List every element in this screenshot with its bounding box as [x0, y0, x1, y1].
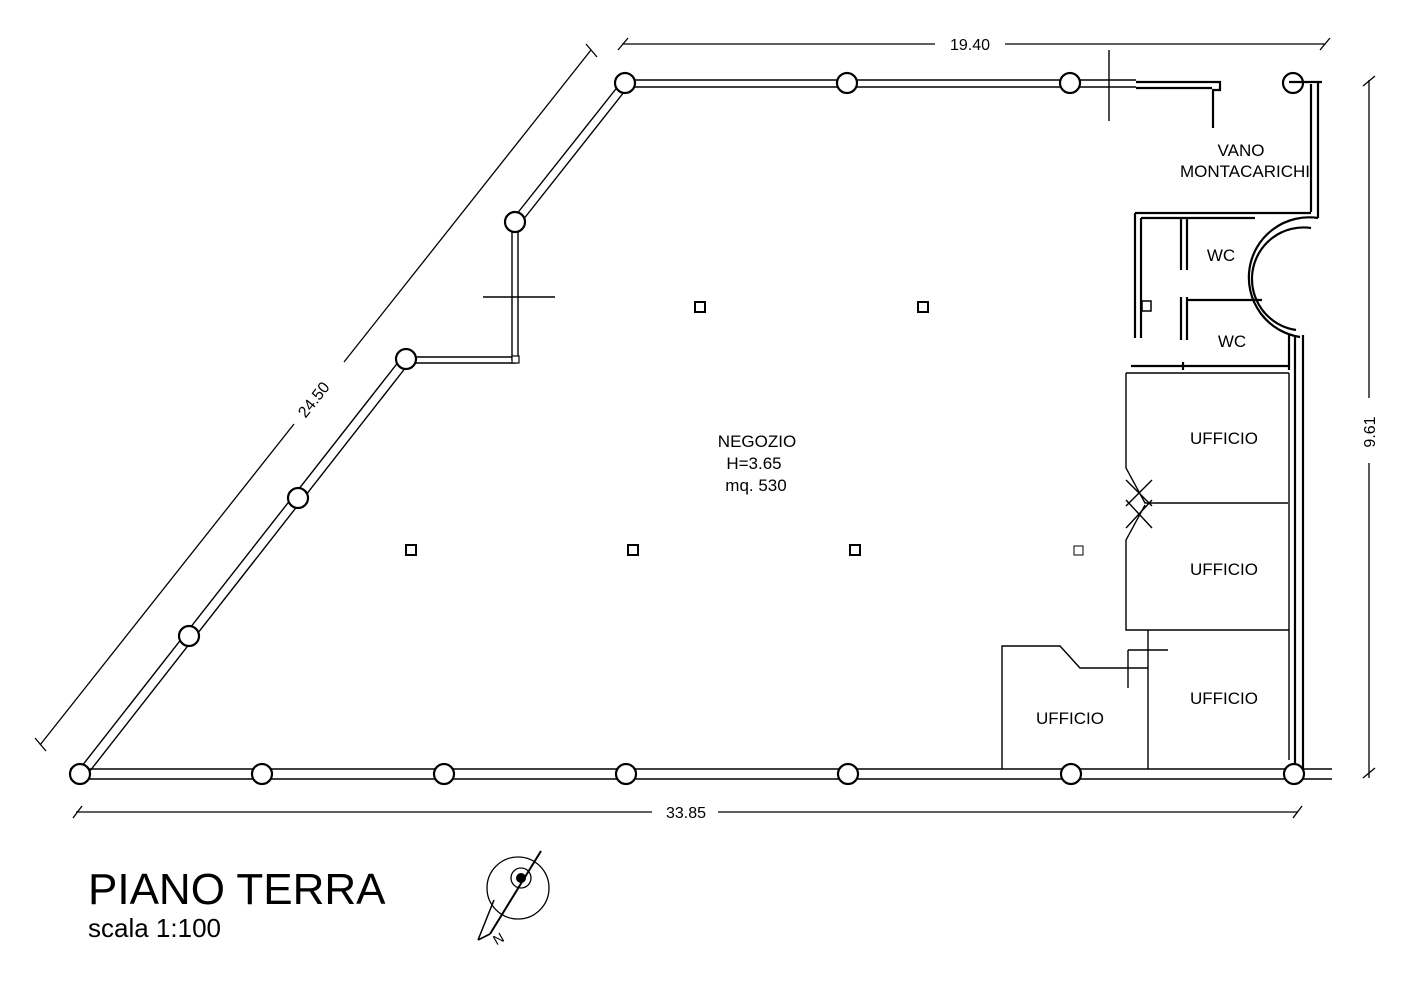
wc-block	[1131, 213, 1319, 370]
pillar	[511, 355, 520, 364]
column	[836, 762, 860, 786]
north-arrow-icon	[477, 850, 550, 941]
room-wc-upper: WC	[1207, 246, 1235, 265]
column	[835, 71, 859, 95]
pillar	[917, 301, 929, 313]
room-negozio-height: H=3.65	[726, 454, 781, 473]
dimension-right: 9.61	[1362, 416, 1379, 447]
column	[250, 762, 274, 786]
column	[503, 210, 527, 234]
room-ufficio-2: UFFICIO	[1190, 560, 1258, 579]
outer-walls	[70, 79, 1332, 780]
room-vano-label: VANO	[1218, 141, 1265, 160]
interior-pillars	[405, 301, 1084, 556]
room-wc-lower: WC	[1218, 332, 1246, 351]
column	[1058, 71, 1082, 95]
section-marks	[483, 50, 1168, 688]
pillar	[1073, 545, 1084, 556]
column	[1282, 762, 1306, 786]
plan-scale: scala 1:100	[88, 913, 221, 943]
column	[394, 347, 418, 371]
pillar	[405, 544, 417, 556]
dimension-top: 19.40	[950, 37, 990, 54]
column	[177, 624, 201, 648]
offices	[1001, 372, 1290, 769]
room-negozio-area: mq. 530	[725, 476, 786, 495]
room-ufficio-1: UFFICIO	[1190, 429, 1258, 448]
north-label: N	[490, 929, 507, 948]
dimension-diagonal: 24.50	[295, 379, 333, 421]
column	[1059, 762, 1083, 786]
column	[432, 762, 456, 786]
columns	[68, 71, 1306, 786]
pillar	[627, 544, 639, 556]
room-negozio-name: NEGOZIO	[718, 432, 796, 451]
plan-title: PIANO TERRA	[88, 865, 386, 914]
column	[614, 762, 638, 786]
pillar	[849, 544, 861, 556]
dimension-bottom: 33.85	[666, 805, 706, 822]
dimension-lines	[34, 37, 1376, 819]
column	[286, 486, 310, 510]
room-montacarichi-label: MONTACARICHI	[1180, 162, 1310, 181]
freight-lift-room	[1135, 80, 1322, 218]
pillar	[694, 301, 706, 313]
room-ufficio-3: UFFICIO	[1190, 689, 1258, 708]
column	[613, 71, 637, 95]
room-ufficio-4: UFFICIO	[1036, 709, 1104, 728]
column	[68, 762, 92, 786]
